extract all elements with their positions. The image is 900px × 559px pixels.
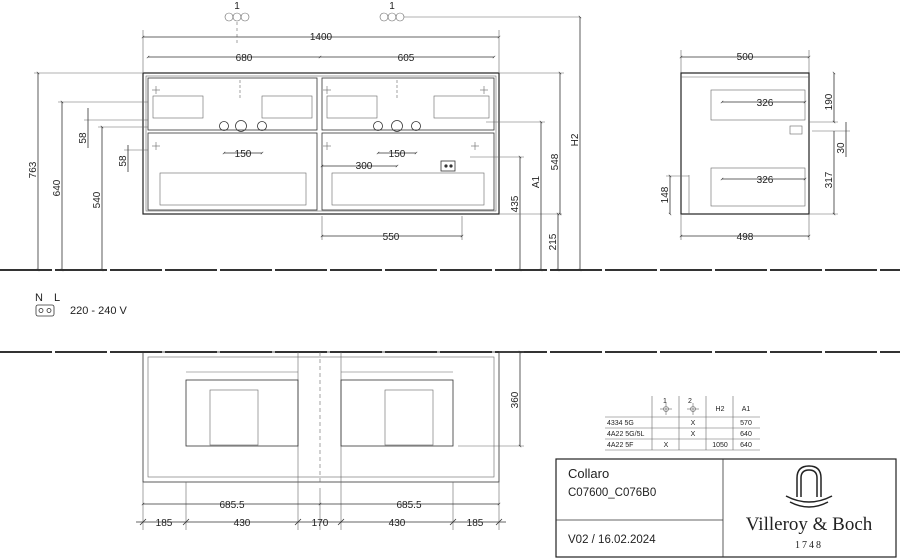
table-cell: 4334 5G	[607, 420, 634, 427]
dim-plan-depth: 360	[510, 391, 521, 408]
cabinet-plan	[142, 351, 500, 483]
table-cell: 1050	[712, 442, 728, 449]
drawing-version: V02 / 16.02.2024	[568, 534, 656, 546]
dim-seg-left-outer: 185	[156, 518, 173, 529]
label-h2: H2	[570, 133, 581, 146]
side-view: 500 326 326 190 30 317 148 498	[660, 50, 850, 243]
socket-icon	[440, 160, 456, 172]
dim-height-548: 548	[550, 153, 561, 170]
dim-basin-left: 680	[236, 53, 253, 64]
table-cell: X	[664, 442, 669, 449]
dim-seg-middle: 170	[312, 518, 329, 529]
drawer-upper-right	[321, 77, 495, 131]
drawing-title: Collaro	[568, 466, 609, 481]
variants-table: 1 2 H2 A1 4334 5G X 570 4A22 5G/5L X 640…	[605, 396, 760, 451]
brand-name: Villeroy & Boch	[746, 514, 873, 535]
dim-drawer-offset-top: 58	[78, 132, 89, 144]
dim-height-540: 540	[92, 191, 103, 208]
dim-outlet-offset: 300	[356, 161, 373, 172]
dim-seg-left-inner: 430	[234, 518, 251, 529]
dim-height-30: 30	[836, 142, 847, 154]
brand-logo-icon	[785, 465, 833, 508]
table-cell: X	[691, 431, 696, 438]
cabinet-front	[142, 72, 500, 215]
marker-label: 1	[234, 1, 240, 12]
table-header-2: 2	[688, 398, 692, 405]
label-a1: A1	[531, 175, 542, 188]
dim-height-215: 215	[548, 233, 559, 250]
dim-height-317: 317	[824, 171, 835, 188]
position-marker-left: 1	[224, 1, 250, 45]
dim-drawer-depth-top: 326	[757, 98, 774, 109]
dim-half-right: 685.5	[396, 500, 421, 511]
drawer-lower-left	[147, 132, 318, 211]
dim-half-left: 685.5	[219, 500, 244, 511]
dim-height-640: 640	[52, 179, 63, 196]
position-marker-right: 1	[379, 1, 580, 22]
table-header-a1: A1	[742, 406, 751, 413]
dim-depth-top: 500	[737, 52, 754, 63]
dim-seg-right-inner: 430	[389, 518, 406, 529]
table-header-1: 1	[663, 398, 667, 405]
dim-seg-right-outer: 185	[467, 518, 484, 529]
dim-height-435: 435	[510, 195, 521, 212]
drawer-lower-right	[321, 132, 495, 211]
dim-drawer-offset-bottom: 58	[118, 155, 129, 167]
front-view: 1 1 1400 680 605	[28, 1, 582, 272]
table-cell: 4A22 5F	[607, 442, 633, 449]
dim-height-total: 763	[28, 161, 39, 178]
cabinet-side	[680, 72, 810, 215]
dim-height-148: 148	[660, 186, 671, 203]
table-cell: 640	[740, 442, 752, 449]
dim-drawer-depth-bottom: 326	[757, 175, 774, 186]
dim-drawer-inner: 550	[383, 232, 400, 243]
dim-basin-right: 605	[398, 53, 415, 64]
table-header-h2: H2	[716, 406, 725, 413]
table-cell: X	[691, 420, 696, 427]
dim-height-190: 190	[824, 93, 835, 110]
drawer-upper-left	[147, 77, 318, 131]
dim-depth-bottom: 498	[737, 232, 754, 243]
drawing-code: C07600_C076B0	[568, 487, 656, 499]
dim-tap-left: 150	[235, 149, 252, 160]
dim-tap-right: 150	[389, 149, 406, 160]
title-block: Collaro C07600_C076B0 V02 / 16.02.2024 V…	[555, 458, 897, 558]
marker-label: 1	[389, 1, 395, 12]
table-cell: 640	[740, 431, 752, 438]
dim-overall-width: 1400	[310, 32, 333, 43]
electrical-note: N L 220 - 240 V	[35, 292, 128, 317]
power-socket-icon	[35, 304, 55, 317]
table-cell: 4A22 5G/5L	[607, 431, 644, 438]
voltage-label: 220 - 240 V	[70, 305, 128, 317]
brand-year: 1748	[795, 540, 823, 551]
plan-view: 360 685.5 685.5 185 430 170 430 185	[136, 350, 524, 530]
electrical-labels: N L	[35, 292, 64, 304]
table-cell: 570	[740, 420, 752, 427]
